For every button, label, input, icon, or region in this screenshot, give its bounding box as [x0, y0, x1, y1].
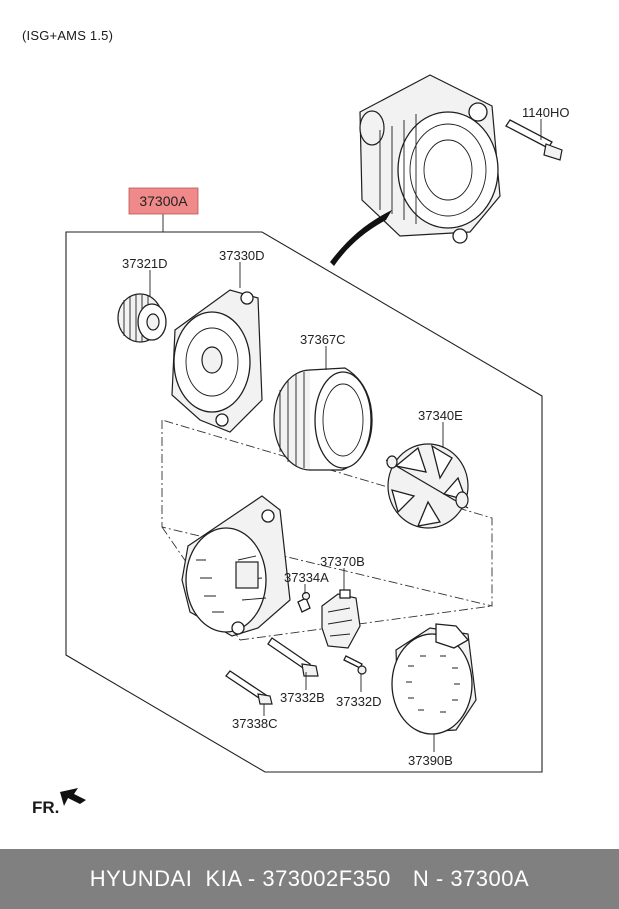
- long-bolt-icon: [267, 637, 319, 677]
- assembly-highlight: [128, 187, 199, 215]
- label-37390B: 37390B: [408, 753, 453, 768]
- label-37370B: 37370B: [320, 554, 365, 569]
- label-37338C: 37338C: [232, 716, 278, 731]
- screw-icon-37332D: [343, 655, 367, 675]
- label-1140HO: 1140HO: [522, 105, 569, 120]
- exploded-view-diagram: 37300A 1140HO 37321D 37330D: [60, 74, 569, 806]
- label-37330D: 37330D: [219, 248, 265, 263]
- subassembly-boundary: [161, 419, 493, 607]
- footer-bar: HYUNDAI KIA - 373002F350 N - 37300A: [0, 849, 619, 909]
- rotor-icon: [385, 443, 469, 529]
- regulator-icon: [321, 589, 361, 649]
- alternator-assembly-icon: [359, 74, 501, 244]
- screw-icon-37334A: [297, 591, 311, 613]
- direction-label: FR.: [32, 798, 60, 817]
- footer-brand-partno: HYUNDAI KIA - 373002F350: [89, 866, 391, 891]
- footer-ref: N - 37300A: [412, 866, 530, 891]
- assembly-code: 37300A: [139, 193, 188, 209]
- rear-bracket-icon: [181, 495, 291, 637]
- stator-icon: [273, 367, 373, 471]
- pointer-arrow: [330, 210, 392, 266]
- through-bolt-icon: [225, 670, 273, 705]
- fr-arrow-icon: [60, 788, 86, 806]
- assembly-frame: [65, 231, 543, 773]
- rear-cover-icon: [391, 623, 477, 735]
- label-37340E: 37340E: [418, 408, 463, 423]
- label-37321D: 37321D: [122, 256, 168, 271]
- variant-note: (ISG+AMS 1.5): [22, 28, 114, 43]
- pulley-icon: [117, 293, 167, 343]
- label-37332D: 37332D: [336, 694, 382, 709]
- front-bracket-icon: [171, 289, 263, 433]
- label-37332B: 37332B: [280, 690, 325, 705]
- label-37334A: 37334A: [284, 570, 329, 585]
- bolt-icon: [505, 119, 563, 161]
- label-37367C: 37367C: [300, 332, 346, 347]
